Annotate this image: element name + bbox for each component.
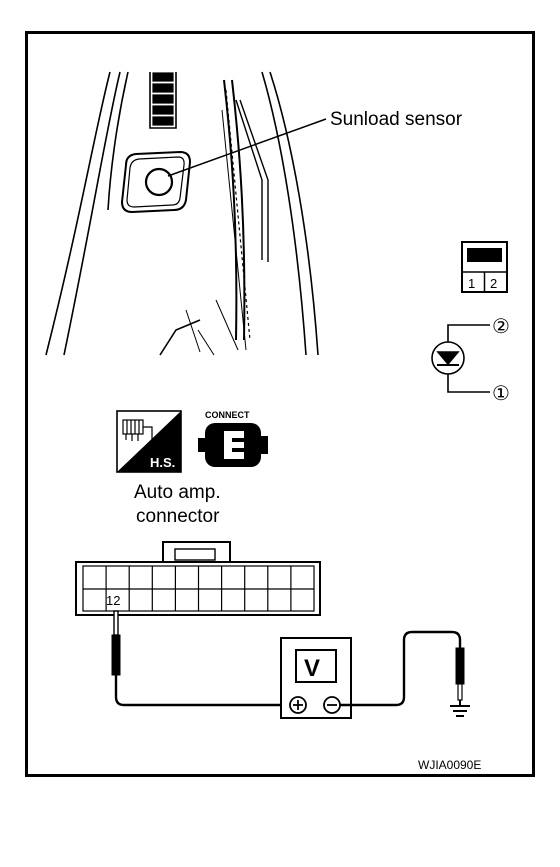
hs-badge-text: H.S. bbox=[150, 455, 175, 470]
figure-code: WJIA0090E bbox=[418, 758, 481, 772]
pin-two-label: 2 bbox=[490, 276, 497, 291]
sensor-pin-layout: 1 2 bbox=[461, 241, 508, 293]
meter-minus-symbol: − bbox=[0, 0, 1, 1]
ground-icon bbox=[450, 700, 470, 717]
figure-frame bbox=[25, 31, 535, 777]
sunload-sensor-icon bbox=[120, 150, 192, 214]
terminal-12-label: 12 bbox=[106, 593, 120, 608]
connect-icon: CONNECT bbox=[198, 410, 268, 467]
harness-side-icon: H.S. bbox=[116, 410, 182, 473]
voltmeter-icon: V bbox=[280, 637, 352, 719]
meter-letter: V bbox=[304, 655, 320, 682]
terminal-one-marker: ① bbox=[492, 383, 510, 405]
terminal-two-marker: ② bbox=[492, 316, 510, 338]
negative-test-lead bbox=[340, 630, 465, 707]
positive-test-lead bbox=[111, 610, 290, 707]
meter-plus-symbol: + bbox=[0, 0, 1, 1]
photo-diode-symbol-icon bbox=[431, 324, 490, 393]
sensor-label: Sunload sensor bbox=[330, 109, 463, 130]
pin-one-label: 1 bbox=[468, 276, 475, 291]
connector-label-line1: Auto amp. bbox=[134, 482, 221, 503]
connector-label-line2: connector bbox=[136, 506, 220, 527]
sensor-leader-line bbox=[167, 118, 327, 177]
connector-cavity-grid bbox=[105, 566, 292, 611]
dashboard-illustration bbox=[45, 71, 319, 356]
connect-badge-text: CONNECT bbox=[205, 410, 250, 420]
